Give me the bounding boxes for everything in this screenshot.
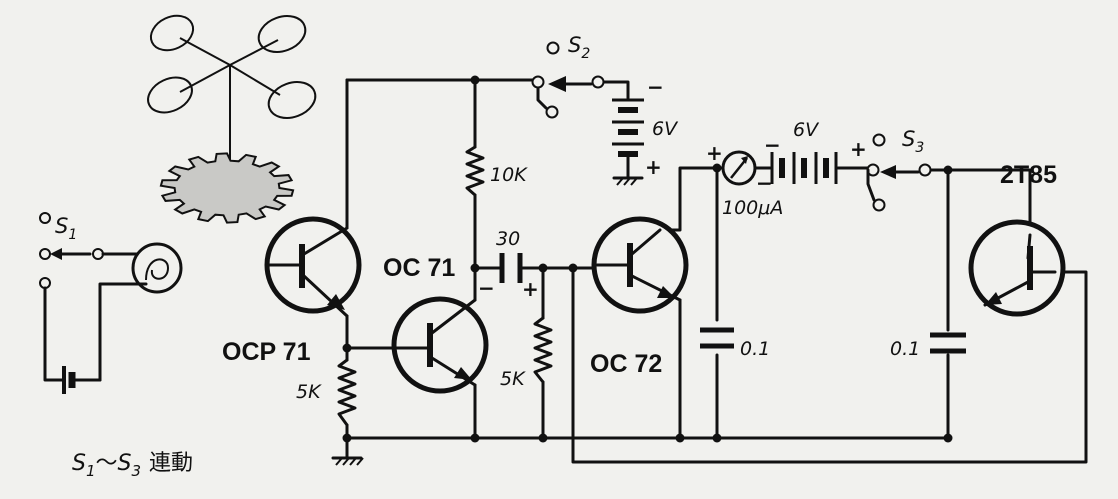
svg-text:−: −: [756, 171, 773, 195]
capacitor-c1: 0.1: [700, 327, 770, 360]
svg-text:−: −: [478, 276, 495, 300]
meter-label: 100μA: [722, 197, 783, 219]
rotor-cup-top-left: [149, 14, 195, 52]
lamp-battery-icon: [62, 366, 102, 394]
capacitor-c2-label: 0.1: [890, 338, 920, 360]
svg-text:+: +: [645, 155, 662, 179]
svg-text:+: +: [706, 141, 723, 165]
battery-1-label: 6V: [652, 118, 679, 140]
resistor-emitter: 5K: [296, 358, 357, 427]
capacitor-coupling: 30 − +: [478, 228, 539, 301]
s1-contact-mid: [39, 248, 51, 260]
transistor-oc71-label: OC 71: [383, 254, 455, 282]
s3-label: S3: [902, 127, 924, 156]
resistor-emitter-label: 5K: [296, 381, 322, 403]
capacitor-c1-label: 0.1: [740, 338, 770, 360]
svg-text:+: +: [522, 277, 539, 301]
svg-text:−: −: [647, 75, 664, 99]
transistor-ocp71-label: OCP 71: [222, 338, 311, 366]
rotor-cup-top-right: [257, 15, 307, 53]
switch-s2: S2: [531, 33, 605, 119]
capacitor-c2: 0.1: [890, 332, 966, 360]
resistor-base-label: 5K: [500, 368, 526, 390]
svg-text:−: −: [764, 133, 781, 157]
battery-1: − + 6V: [602, 75, 679, 186]
s2-label: S2: [568, 33, 590, 62]
transistor-oc72: OC 72: [590, 216, 689, 378]
resistor-collector-label: 10K: [490, 164, 528, 186]
rotor-assembly: [147, 14, 317, 224]
s1-arrow-icon: [50, 248, 62, 260]
transistor-2t85: 2T85: [968, 161, 1066, 317]
battery-2-label: 6V: [793, 119, 820, 141]
s1-label: S1: [55, 214, 77, 243]
transistor-2t85-label: 2T85: [1000, 161, 1057, 189]
resistor-collector: 10K: [465, 145, 528, 197]
junctions: [342, 75, 953, 443]
s2-arrow-icon: [548, 76, 566, 92]
switch-s3: S3: [866, 127, 932, 212]
capacitor-coupling-label: 30: [496, 228, 520, 250]
battery-2: − + 6V: [764, 119, 867, 184]
transistor-ocp71: OCP 71: [222, 216, 362, 366]
ground-hatch: [335, 457, 364, 466]
rotor-cup-bottom-right: [267, 81, 317, 119]
rotor-cup-bottom-left: [147, 76, 193, 114]
s3-arrow-icon: [880, 165, 896, 179]
lamp-circuit: S1: [39, 212, 183, 394]
svg-text:+: +: [850, 137, 867, 161]
transistor-oc72-label: OC 72: [590, 350, 662, 378]
resistor-base: 5K: [500, 316, 553, 390]
transistor-oc71: OC 71: [383, 254, 489, 394]
meter-100ua: + − 100μA: [706, 141, 783, 219]
s1-contact-top: [39, 212, 51, 224]
gear-wheel: [159, 152, 295, 224]
